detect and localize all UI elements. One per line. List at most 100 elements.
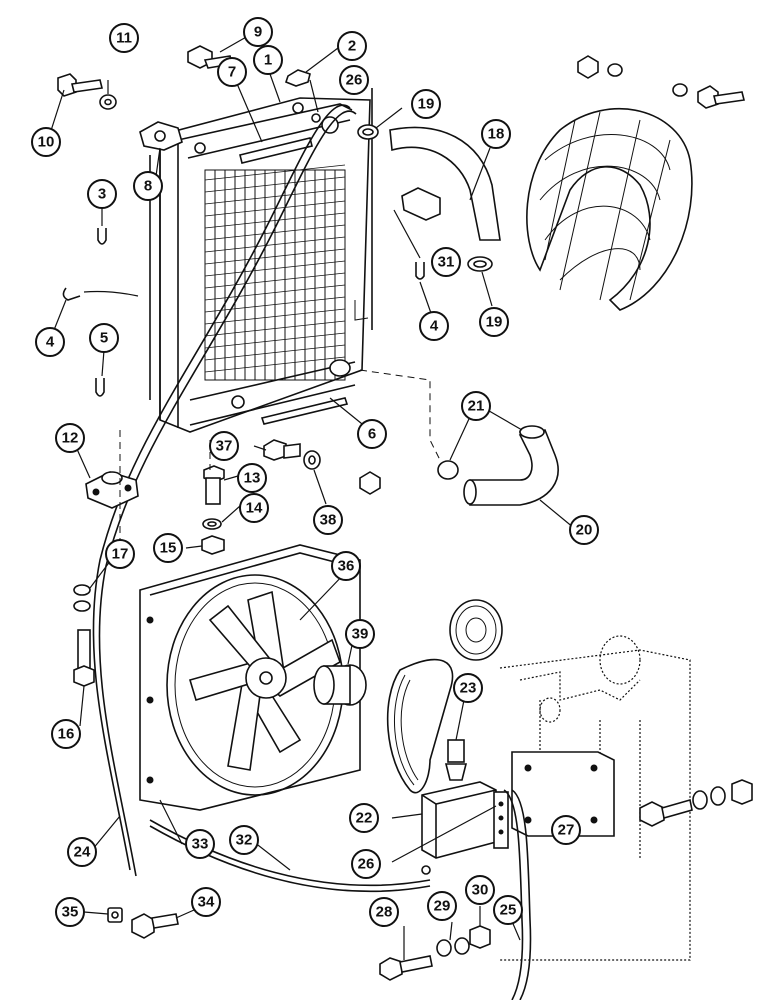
callout-5: 5 (89, 323, 119, 353)
hose-clamp-part-19-bottom (467, 256, 493, 272)
svg-text:4: 4 (46, 334, 55, 351)
svg-text:2: 2 (348, 38, 356, 55)
nut-part-15 (201, 535, 225, 555)
callout-15: 15 (153, 533, 183, 563)
nut-part-2 (285, 69, 311, 87)
svg-text:37: 37 (216, 438, 233, 455)
callout-14: 14 (239, 493, 269, 523)
svg-text:11: 11 (116, 30, 132, 47)
svg-text:4: 4 (430, 318, 439, 335)
cap-part-23 (444, 739, 468, 781)
mounting-bracket-part-8 (139, 121, 183, 151)
callout-21: 21 (461, 391, 491, 421)
svg-text:13: 13 (244, 470, 261, 487)
svg-text:34: 34 (198, 894, 215, 911)
bolt-part-10 (57, 73, 103, 97)
overflow-pipe-part-32 (149, 819, 431, 887)
callout-26-top: 26 (339, 65, 369, 95)
fan-part-36 (188, 590, 341, 771)
bracket-part-31 (401, 187, 441, 221)
svg-text:33: 33 (192, 836, 209, 853)
washer-part-14 (202, 518, 222, 530)
clip-part-4-left (62, 287, 81, 301)
svg-text:27: 27 (558, 822, 575, 839)
fan-guard-fasteners (577, 55, 745, 109)
svg-text:5: 5 (100, 330, 108, 347)
callout-18: 18 (481, 119, 511, 149)
svg-text:25: 25 (500, 902, 517, 919)
svg-text:23: 23 (460, 680, 477, 697)
callout-25: 25 (493, 895, 523, 925)
callout-11: 11 (109, 23, 139, 53)
callout-33: 33 (185, 829, 215, 859)
svg-text:36: 36 (338, 558, 355, 575)
bolt-part-28 (379, 955, 433, 981)
overflow-pipe-part-24 (92, 104, 351, 871)
svg-text:17: 17 (112, 546, 129, 563)
svg-text:9: 9 (254, 24, 262, 41)
callout-39: 39 (345, 619, 375, 649)
hose-clamp-part-21-b (519, 425, 545, 439)
callout-10: 10 (31, 127, 61, 157)
svg-text:3: 3 (98, 186, 106, 203)
callout-36: 36 (331, 551, 361, 581)
svg-text:19: 19 (486, 314, 503, 331)
callout-4-right: 4 (419, 311, 449, 341)
svg-text:24: 24 (74, 844, 91, 861)
rubber-mount-part-12 (85, 471, 139, 509)
svg-text:21: 21 (468, 398, 485, 415)
expansion-tank-part-22 (421, 781, 497, 859)
clip-part-5 (95, 378, 105, 397)
svg-text:22: 22 (356, 810, 373, 827)
bolt-part-13 (203, 465, 225, 505)
callout-35: 35 (55, 897, 85, 927)
callout-34: 34 (191, 887, 221, 917)
callout-29: 29 (427, 891, 457, 921)
clip-part-26-top (311, 113, 321, 123)
callout-38: 38 (313, 505, 343, 535)
callout-26-bottom: 26 (351, 849, 381, 879)
svg-text:39: 39 (352, 626, 369, 643)
callout-17: 17 (105, 539, 135, 569)
callout-8: 8 (133, 171, 163, 201)
svg-text:6: 6 (368, 426, 376, 443)
mounting-bracket-part-27 (511, 751, 615, 837)
callout-24: 24 (67, 837, 97, 867)
svg-text:19: 19 (418, 96, 435, 113)
callout-19-top: 19 (411, 89, 441, 119)
leader-lines (47, 35, 575, 960)
tank-hose-part-25 (503, 789, 524, 1000)
washer-part-38 (303, 450, 321, 470)
callout-23: 23 (453, 673, 483, 703)
svg-text:31: 31 (438, 254, 455, 271)
svg-text:20: 20 (576, 522, 593, 539)
svg-text:1: 1 (264, 52, 272, 69)
callout-32: 32 (229, 825, 259, 855)
fan-guard (526, 107, 693, 311)
callout-16: 16 (51, 719, 81, 749)
top-hose-part-18 (389, 126, 501, 241)
bolt-part-34 (131, 913, 179, 939)
drive-belt (386, 658, 454, 794)
hose-clamp-part-21-a (437, 460, 459, 480)
callout-6: 6 (357, 419, 387, 449)
callout-19-bottom: 19 (479, 307, 509, 337)
bolt-part-16 (73, 629, 95, 687)
svg-text:26: 26 (358, 856, 375, 873)
washer-part-17 (73, 584, 91, 612)
bottom-hose-part-20 (463, 426, 559, 506)
svg-text:32: 32 (236, 832, 253, 849)
callout-30: 30 (465, 875, 495, 905)
washer-part-35 (107, 907, 123, 923)
svg-text:38: 38 (320, 512, 337, 529)
svg-text:28: 28 (376, 904, 393, 921)
callout-12: 12 (55, 423, 85, 453)
svg-text:29: 29 (434, 898, 451, 915)
callout-1: 1 (253, 45, 283, 75)
clip-part-3 (97, 228, 107, 245)
hose-clamp-part-19-top (357, 124, 379, 140)
svg-text:14: 14 (246, 500, 263, 517)
washer-part-29 (436, 937, 470, 957)
svg-text:10: 10 (38, 134, 55, 151)
